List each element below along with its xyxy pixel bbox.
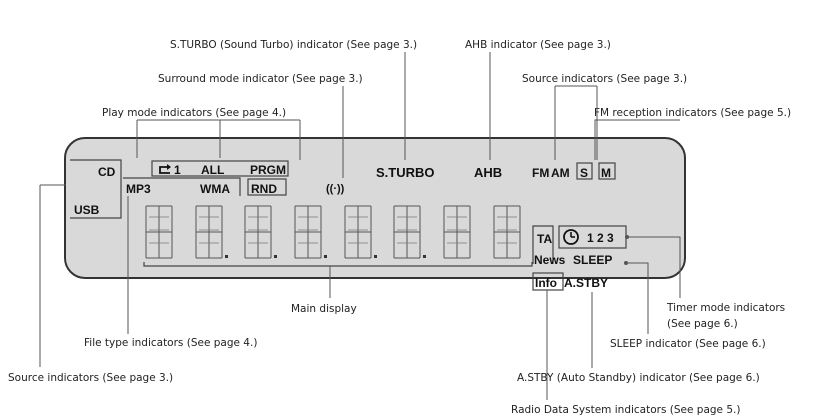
- info-indicator: Info: [535, 276, 557, 290]
- rnd-indicator: RND: [251, 182, 277, 196]
- play-mode-leader: [136, 119, 301, 160]
- source-top-callout: Source indicators (See page 3.): [522, 73, 687, 85]
- fm-indicator: FM: [532, 166, 549, 180]
- lcd-digit: [344, 205, 377, 259]
- sturbo-callout: S.TURBO (Sound Turbo) indicator (See pag…: [170, 39, 417, 51]
- file-type-callout: File type indicators (See page 4.): [84, 337, 257, 349]
- mono-frame: [598, 162, 616, 180]
- rds-callout: Radio Data System indicators (See page 5…: [511, 404, 740, 416]
- lcd-digit: [244, 205, 277, 259]
- ahb-indicator: AHB: [474, 165, 502, 180]
- main-display-frame: [143, 262, 533, 267]
- lcd-decimal-point: [423, 255, 426, 258]
- am-indicator: AM: [551, 166, 570, 180]
- info-frame: [532, 272, 564, 291]
- rds-frame: [532, 225, 554, 264]
- lcd-digit: [294, 205, 327, 259]
- news-indicator: News: [534, 253, 566, 267]
- timer-icon: [563, 229, 579, 245]
- play-mode-frame: [151, 160, 289, 177]
- ahb-callout: AHB indicator (See page 3.): [465, 39, 611, 51]
- lcd-digit: [393, 205, 426, 259]
- cd-indicator: CD: [98, 165, 116, 179]
- all-indicator: ALL: [201, 163, 224, 177]
- lcd-decimal-point: [225, 255, 228, 258]
- source-frame: [70, 159, 122, 219]
- sleep-callout: SLEEP indicator (See page 6.): [610, 338, 766, 350]
- source-top-leader: [554, 85, 598, 160]
- usb-indicator: USB: [74, 203, 100, 217]
- lcd-panel: [64, 137, 686, 279]
- sturbo-indicator: S.TURBO: [376, 165, 435, 180]
- surround-callout: Surround mode indicator (See page 3.): [158, 73, 363, 85]
- lcd-decimal-point: [374, 255, 377, 258]
- repeat-icon: [159, 164, 171, 174]
- mp3-indicator: MP3: [126, 182, 151, 196]
- astby-callout: A.STBY (Auto Standby) indicator (See pag…: [517, 372, 760, 384]
- lcd-digit: [443, 205, 471, 259]
- source-bottom-callout: Source indicators (See page 3.): [8, 372, 173, 384]
- astby-indicator: A.STBY: [564, 276, 608, 290]
- timer-numbers-indicator: 1 2 3: [587, 231, 614, 245]
- play-mode-callout: Play mode indicators (See page 4.): [102, 107, 286, 119]
- ta-indicator: TA: [537, 232, 552, 246]
- lcd-digit: [145, 205, 173, 259]
- timer-mode-callout-page: (See page 6.): [667, 318, 738, 330]
- main-display-callout: Main display: [291, 303, 357, 315]
- fm-reception-leader: [594, 119, 680, 160]
- sleep-indicator: SLEEP: [573, 253, 612, 267]
- lcd-decimal-point: [324, 255, 327, 258]
- stereo-frame: [576, 162, 593, 180]
- source-bottom-leader: [39, 184, 66, 367]
- timer-mode-leader: [626, 236, 681, 298]
- prgm-indicator: PRGM: [250, 163, 286, 177]
- timer-mode-dot: [625, 235, 629, 239]
- sleep-dot: [624, 261, 628, 265]
- wma-indicator: WMA: [200, 182, 230, 196]
- mono-indicator: M: [601, 166, 611, 180]
- main-display-digits: [145, 205, 521, 259]
- file-type-frame: [123, 177, 241, 196]
- surround-icon: ((·)): [326, 183, 345, 195]
- stereo-indicator: S: [580, 166, 588, 180]
- fm-reception-callout: FM reception indicators (See page 5.): [594, 107, 791, 119]
- repeat-one-indicator: 1: [174, 163, 181, 177]
- lcd-digit: [195, 205, 228, 259]
- timer-mode-callout: Timer mode indicators: [666, 302, 785, 314]
- sleep-leader: [625, 262, 649, 334]
- rnd-frame: [247, 178, 287, 196]
- lcd-decimal-point: [274, 255, 277, 258]
- lcd-digit: [493, 205, 521, 259]
